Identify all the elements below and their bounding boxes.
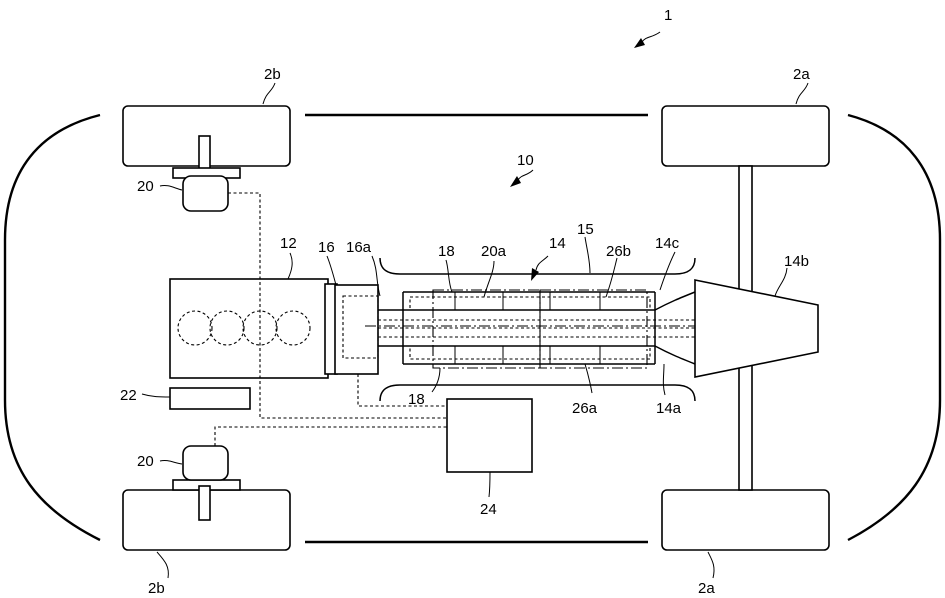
clutch-inner	[342, 295, 379, 359]
label-motor-bottom: 18	[408, 391, 425, 408]
label-actuator-top: 20	[137, 178, 154, 195]
label-front-wheel-top: 2a	[793, 66, 810, 83]
leader-lines	[141, 31, 809, 579]
differential	[694, 279, 819, 378]
label-sensor: 22	[120, 387, 137, 404]
label-trans-upper: 14c	[655, 235, 680, 252]
signal-wiring	[214, 192, 447, 446]
vehicle-body-outline	[3, 113, 942, 544]
housing-bracket-top	[379, 257, 696, 275]
clutch	[334, 284, 379, 375]
label-rear-wheel-top: 2b	[264, 66, 281, 83]
actuator-top	[182, 175, 229, 212]
housing-bracket-bottom	[379, 384, 696, 402]
label-trans-right: 14b	[784, 253, 809, 270]
label-motor-top: 18	[438, 243, 455, 260]
front-wheel-bottom	[661, 489, 830, 551]
front-wheel-top	[661, 105, 830, 167]
controller	[446, 398, 533, 473]
label-clutch-out: 16a	[346, 239, 372, 256]
label-engine: 12	[280, 235, 297, 252]
gear-segments	[409, 292, 651, 364]
label-vehicle: 1	[664, 7, 672, 24]
engine	[169, 278, 338, 379]
label-trans-left: 14a	[656, 400, 682, 417]
label-controller: 24	[480, 501, 497, 518]
label-rear-wheel-bottom: 2b	[148, 580, 165, 597]
label-drive-unit: 10	[517, 152, 534, 169]
label-front-wheel-bottom: 2a	[698, 580, 715, 597]
label-clutch: 16	[318, 239, 335, 256]
label-gear-bottom: 26a	[572, 400, 598, 417]
label-transmission: 14	[549, 235, 566, 252]
sensor	[169, 387, 251, 410]
actuator-bottom	[182, 445, 229, 481]
label-gear-top: 26b	[606, 243, 631, 260]
label-actuator-inner: 20a	[481, 243, 507, 260]
label-housing: 15	[577, 221, 594, 238]
transmission-shaft	[378, 291, 740, 365]
label-actuator-bottom: 20	[137, 453, 154, 470]
